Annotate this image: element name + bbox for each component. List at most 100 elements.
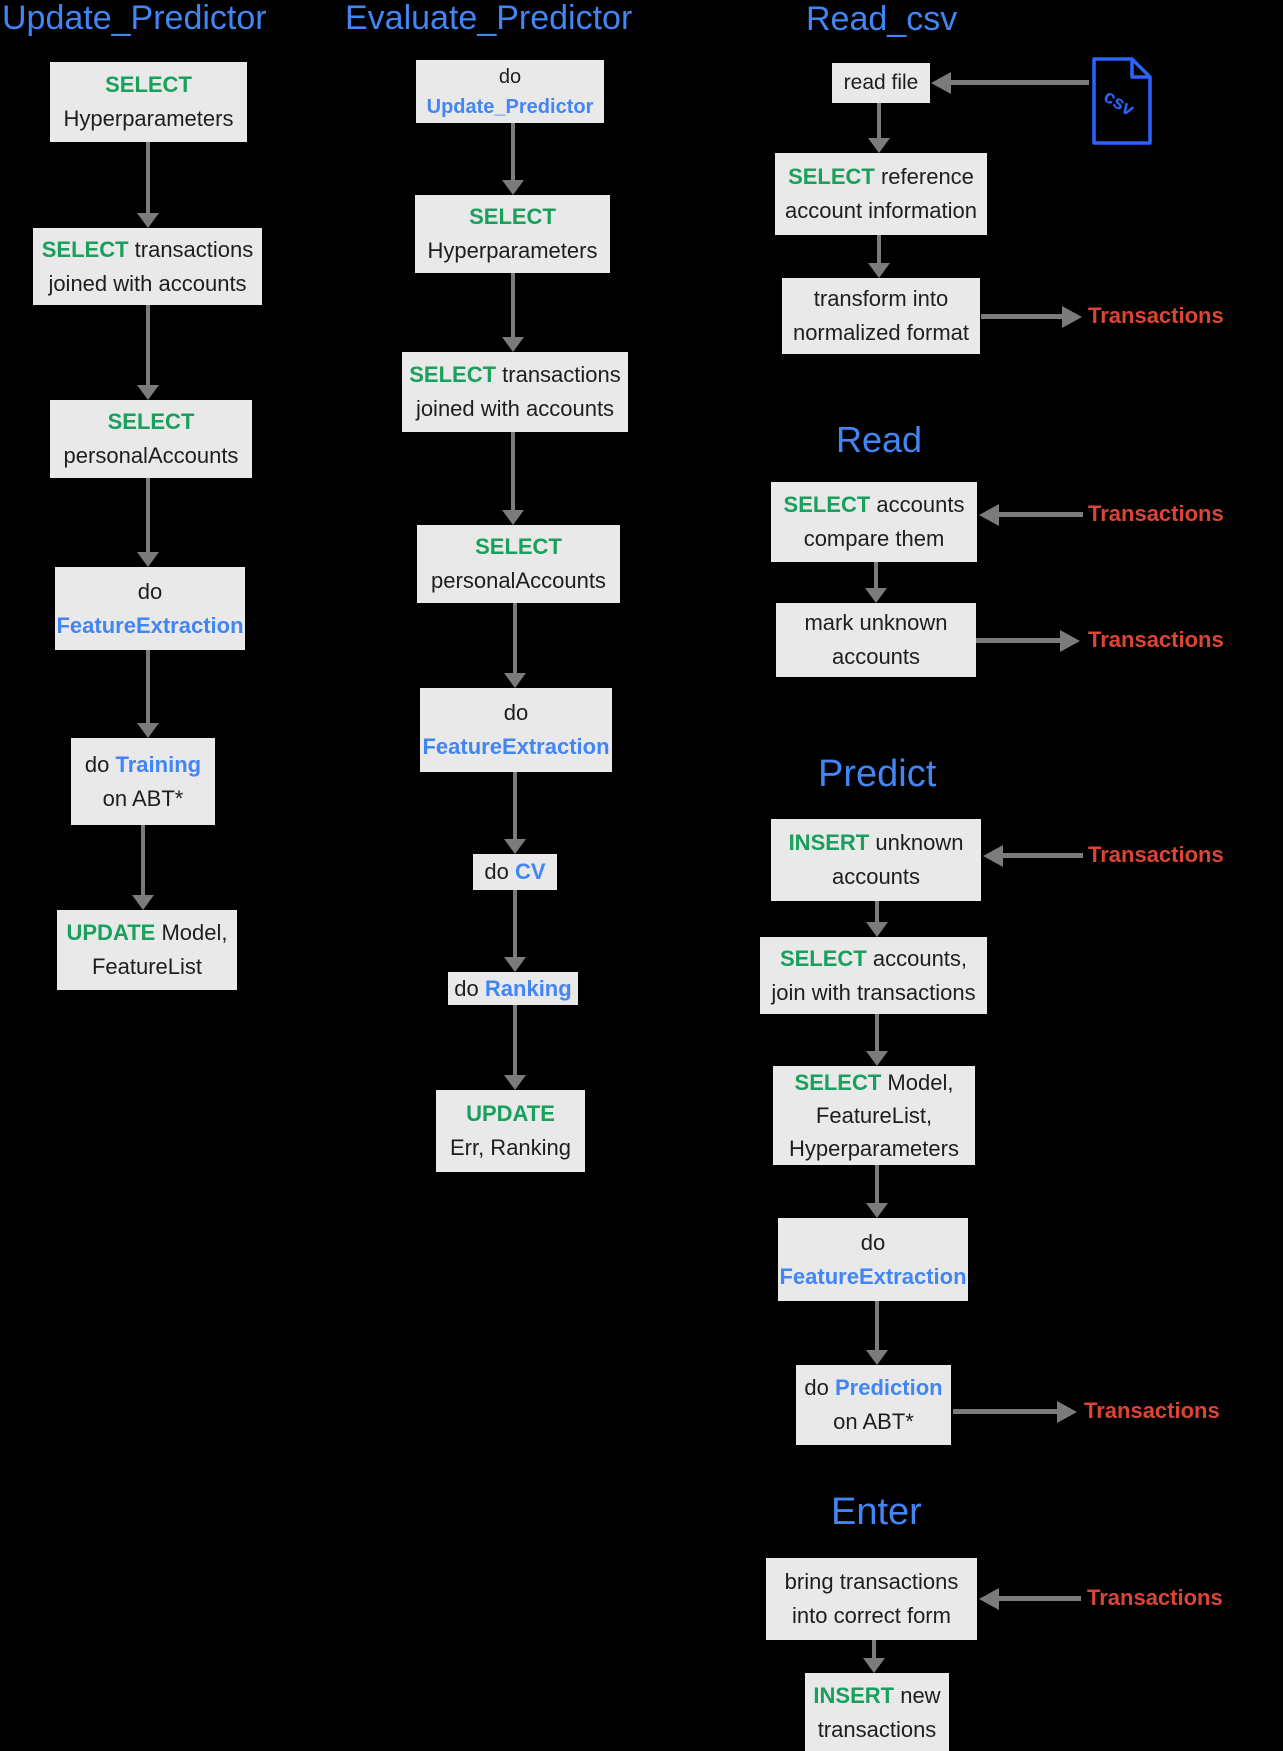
node-line: do [499,62,521,92]
node-do-cv: do CV [473,854,557,890]
arrow-down [875,1301,879,1350]
csv-icon-label: csv [1100,86,1138,121]
procedure-link: CV [515,859,546,884]
node-text: accounts [831,644,921,669]
arrow-down [511,432,515,510]
node-text: personalAccounts [63,443,239,468]
node-line: SELECT [108,405,195,439]
sql-keyword: SELECT [107,409,195,434]
sql-keyword: INSERT [813,1683,895,1708]
node-line: on ABT* [833,1405,914,1439]
node-line: Update_Predictor [427,92,594,122]
node-line: FeatureList [92,950,202,984]
node-line: Hyperparameters [428,234,598,268]
sql-keyword: UPDATE [466,1101,555,1126]
node-line: joined with accounts [48,267,246,301]
sql-keyword: SELECT [409,362,497,387]
node-select-model-featurelist-hyperparameters: SELECT Model, FeatureList, Hyperparamete… [773,1066,975,1165]
node-text: Hyperparameters [789,1136,959,1161]
node-bring-transactions-correct-form: bring transactions into correct form [766,1558,977,1640]
arrow-down [511,273,515,337]
node-line: Err, Ranking [450,1131,571,1165]
node-update-err-ranking: UPDATE Err, Ranking [436,1090,585,1172]
procedure-link: Ranking [484,975,572,1001]
csv-file-icon: csv [1092,57,1152,145]
transactions-label: Transactions [1088,627,1224,652]
transactions-label: Transactions [1088,303,1224,328]
arrow-down [513,1005,517,1075]
node-text: transactions [817,1717,937,1742]
node-select-accounts-join-transactions: SELECT accounts, join with transactions [760,937,987,1014]
section-title-read: Read [836,419,923,460]
arrow-to-transactions [976,638,1060,643]
arrow-to-transactions [953,1409,1057,1414]
node-do-ranking: do Ranking [448,972,578,1005]
node-select-transactions-joined: SELECT transactions joined with accounts [402,352,628,432]
node-line: do Ranking [454,972,571,1006]
node-text: do [804,1375,835,1400]
node-line: UPDATE [466,1097,555,1131]
node-text: do [498,65,522,88]
node-do-training-on-abt: do Training on ABT* [71,738,215,825]
section-title-enter: Enter [831,1491,922,1533]
sql-keyword: INSERT [788,830,870,855]
node-text: on ABT* [102,785,184,811]
node-text: accounts [870,492,965,517]
arrow-from-csv-file [951,80,1089,85]
node-line: do Prediction [804,1371,942,1405]
node-line: join with transactions [771,976,975,1010]
arrow-down [875,901,879,922]
arrow-down [146,142,150,213]
node-text: transactions [128,236,254,262]
node-line: SELECT reference [788,160,974,194]
node-text: do [454,975,485,1001]
node-do-feature-extraction: do FeatureExtraction [778,1218,968,1301]
node-select-personal-accounts: SELECT personalAccounts [50,400,252,478]
sql-keyword: UPDATE [66,920,156,945]
procedure-link: FeatureExtraction [422,734,610,759]
node-line: FeatureExtraction [779,1260,966,1294]
node-line: bring transactions [785,1565,959,1599]
node-text: do [84,751,116,777]
node-text: Hyperparameters [427,238,598,263]
node-line: into correct form [792,1599,951,1633]
node-text: Err, Ranking [449,1135,572,1160]
node-select-hyperparameters: SELECT Hyperparameters [415,195,610,273]
section-title-update-predictor: Update_Predictor [2,0,267,37]
transactions-label: Transactions [1088,501,1224,526]
arrow-down [872,1640,876,1658]
node-line: compare them [804,522,945,556]
node-text: do [503,700,529,725]
node-text: do [137,578,163,604]
node-line: do [138,575,162,609]
node-line: do CV [484,855,545,889]
sql-keyword: SELECT [41,236,129,262]
node-text: unknown [869,830,964,855]
node-text: accounts [831,864,921,889]
node-select-reference-account-info: SELECT reference account information [775,153,987,235]
section-title-evaluate-predictor: Evaluate_Predictor [345,0,633,37]
node-do-prediction-on-abt: do Prediction on ABT* [796,1365,951,1445]
arrow-to-transactions [981,314,1062,319]
procedure-link: Update_Predictor [426,95,594,118]
arrow-from-transactions [1003,853,1083,858]
node-line: do Training [85,748,201,782]
procedure-link: Training [115,751,202,777]
node-select-personal-accounts: SELECT personalAccounts [417,525,620,603]
node-line: normalized format [793,316,969,350]
node-line: account information [785,194,977,228]
section-title-predict: Predict [818,753,937,795]
node-select-transactions-joined: SELECT transactions joined with accounts [33,228,262,305]
arrow-down [875,1014,879,1051]
node-text: Model, [155,920,228,945]
node-line: SELECT [105,68,192,102]
procedure-link: Prediction [835,1375,943,1400]
node-text: new [894,1683,941,1708]
node-line: SELECT [475,530,562,564]
node-do-feature-extraction: do FeatureExtraction [55,567,245,650]
node-select-hyperparameters: SELECT Hyperparameters [50,62,247,142]
node-text: normalized format [792,320,970,345]
node-insert-new-transactions: INSERT new transactions [805,1673,949,1751]
node-line: UPDATE Model, [67,916,228,950]
